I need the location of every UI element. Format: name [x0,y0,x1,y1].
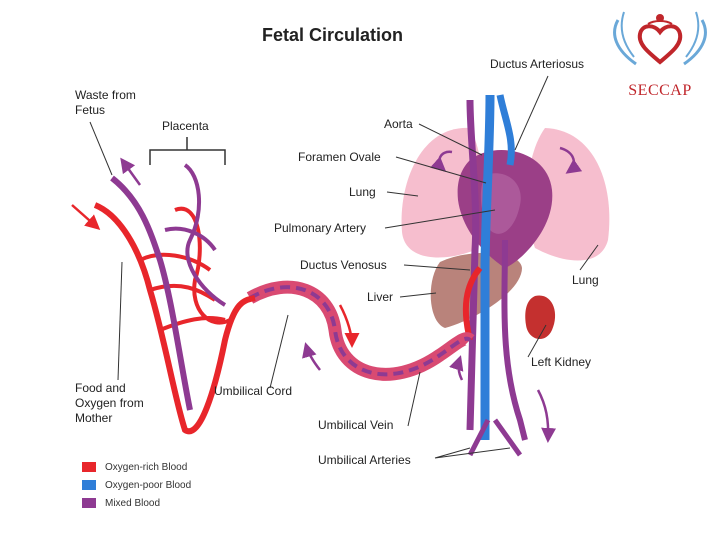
leader-lines [89,75,599,459]
label-ductus-arteriosus: Ductus Arteriosus [490,57,585,71]
label-aorta: Aorta [384,117,413,131]
label-liver: Liver [367,290,394,304]
label-umbilical-cord: Umbilical Cord [214,384,293,398]
seccap-logo: SECCAP [604,2,716,110]
label-placenta: Placenta [162,119,209,133]
diagram-title: Fetal Circulation [262,25,404,45]
label-lung-right: Lung [572,273,599,287]
legend-label: Oxygen-rich Blood [105,461,188,473]
label-foramen-ovale: Foramen Ovale [298,150,381,164]
label-left-kidney: Left Kidney [531,355,592,369]
legend-item: Mixed Blood [82,494,191,512]
left-lung [401,127,485,258]
legend-label: Mixed Blood [105,497,161,509]
placenta-vessels-red [93,202,256,435]
legend-item: Oxygen-poor Blood [82,476,191,494]
legend-swatch-mixed [82,498,96,508]
label-lung-left: Lung [349,185,376,199]
legend-swatch-oxygen-rich [82,462,96,472]
legend: Oxygen-rich Blood Oxygen-poor Blood Mixe… [82,458,191,512]
legend-item: Oxygen-rich Blood [82,458,191,476]
right-lung [527,128,610,261]
logo-text: SECCAP [628,82,692,99]
label-pulmonary-artery: Pulmonary Artery [274,221,367,235]
left-kidney-organ [525,295,556,340]
legend-label: Oxygen-poor Blood [105,479,192,491]
label-umbilical-vein: Umbilical Vein [318,418,394,432]
label-umbilical-arteries: Umbilical Arteries [318,453,411,467]
placenta-bracket [149,137,226,165]
placenta-vessels-purple [110,175,193,411]
label-ductus-venosus: Ductus Venosus [300,258,387,272]
legend-swatch-oxygen-poor [82,480,96,490]
